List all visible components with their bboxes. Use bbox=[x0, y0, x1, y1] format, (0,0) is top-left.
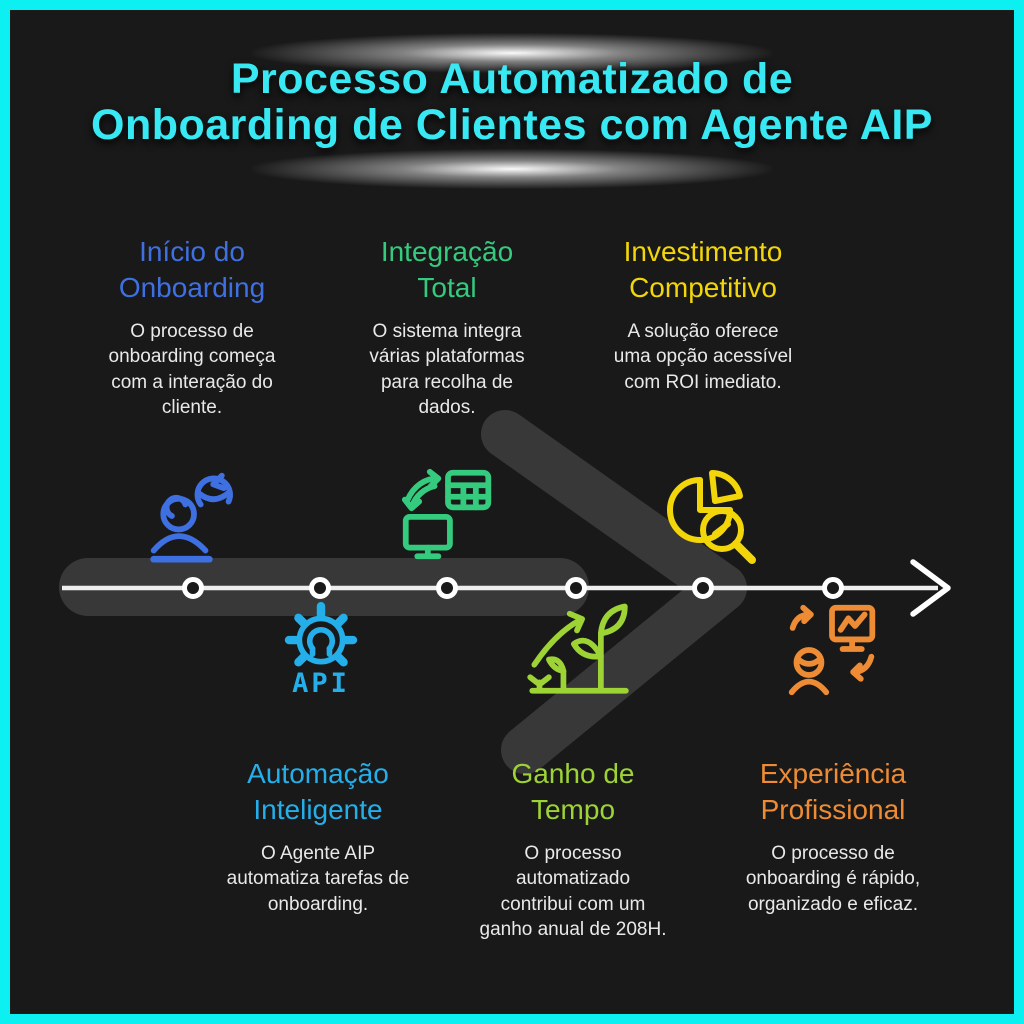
timeline-nodes bbox=[182, 577, 844, 599]
milestone-heading: Automação Inteligente bbox=[247, 758, 389, 825]
milestone-card-automacao: Automação Inteligente O Agente AIP autom… bbox=[220, 756, 416, 917]
api-label: API bbox=[292, 668, 350, 699]
milestone-card-ganho: Ganho de Tempo O processo automatizado c… bbox=[478, 756, 668, 942]
page-title-line2: Onboarding de Clientes com Agente AIP bbox=[91, 101, 933, 149]
milestone-body: O Agente AIP automatiza tarefas de onboa… bbox=[226, 842, 410, 915]
timeline-node bbox=[309, 577, 331, 599]
pie-chart-magnifier-icon bbox=[667, 470, 756, 564]
timeline-node bbox=[692, 577, 714, 599]
milestone-heading: Integração Total bbox=[380, 236, 514, 303]
gear-api-icon bbox=[284, 601, 358, 667]
milestone-icon-5 bbox=[658, 466, 758, 566]
growth-plant-icon bbox=[527, 603, 629, 694]
lens-flare-top bbox=[252, 33, 772, 73]
milestone-heading: Início do Onboarding bbox=[118, 236, 266, 303]
timeline-node bbox=[565, 577, 587, 599]
person-sync-icon bbox=[150, 472, 233, 563]
milestone-heading: Experiência Profissional bbox=[759, 758, 907, 825]
milestone-icon-6 bbox=[784, 600, 880, 700]
milestone-icon-4 bbox=[526, 594, 630, 698]
timeline-node bbox=[182, 577, 204, 599]
person-screen-sync-icon bbox=[788, 604, 876, 696]
timeline-arrowhead-icon bbox=[910, 559, 951, 617]
milestone-icon-2: API bbox=[274, 600, 368, 699]
monitor-table-sync-icon bbox=[401, 468, 492, 560]
milestone-body: O sistema integra várias plataformas par… bbox=[369, 320, 525, 419]
milestone-icon-1 bbox=[146, 468, 242, 564]
milestone-heading: Ganho de Tempo bbox=[511, 758, 635, 825]
milestone-card-inicio: Início do Onboarding O processo de onboa… bbox=[94, 234, 290, 420]
timeline-node bbox=[822, 577, 844, 599]
milestone-body: O processo de onboarding começa com a in… bbox=[108, 320, 276, 419]
milestone-heading: Investimento Competitivo bbox=[623, 236, 783, 303]
milestone-card-investimento: Investimento Competitivo A solução ofere… bbox=[610, 234, 796, 395]
milestone-body: O processo automatizado contribui com um… bbox=[479, 842, 667, 941]
milestone-body: A solução oferece uma opção acessível co… bbox=[613, 320, 793, 393]
page-title: Processo Automatizado de Onboarding de C… bbox=[0, 56, 1024, 148]
timeline-node bbox=[436, 577, 458, 599]
page-title-line1: Processo Automatizado de bbox=[230, 55, 794, 103]
milestone-icon-3 bbox=[400, 466, 496, 564]
milestone-body: O processo de onboarding é rápido, organ… bbox=[745, 842, 921, 915]
milestone-card-experiencia: Experiência Profissional O processo de o… bbox=[732, 756, 934, 917]
lens-flare-bottom bbox=[252, 149, 772, 189]
milestone-card-integracao: Integração Total O sistema integra vária… bbox=[359, 234, 535, 420]
